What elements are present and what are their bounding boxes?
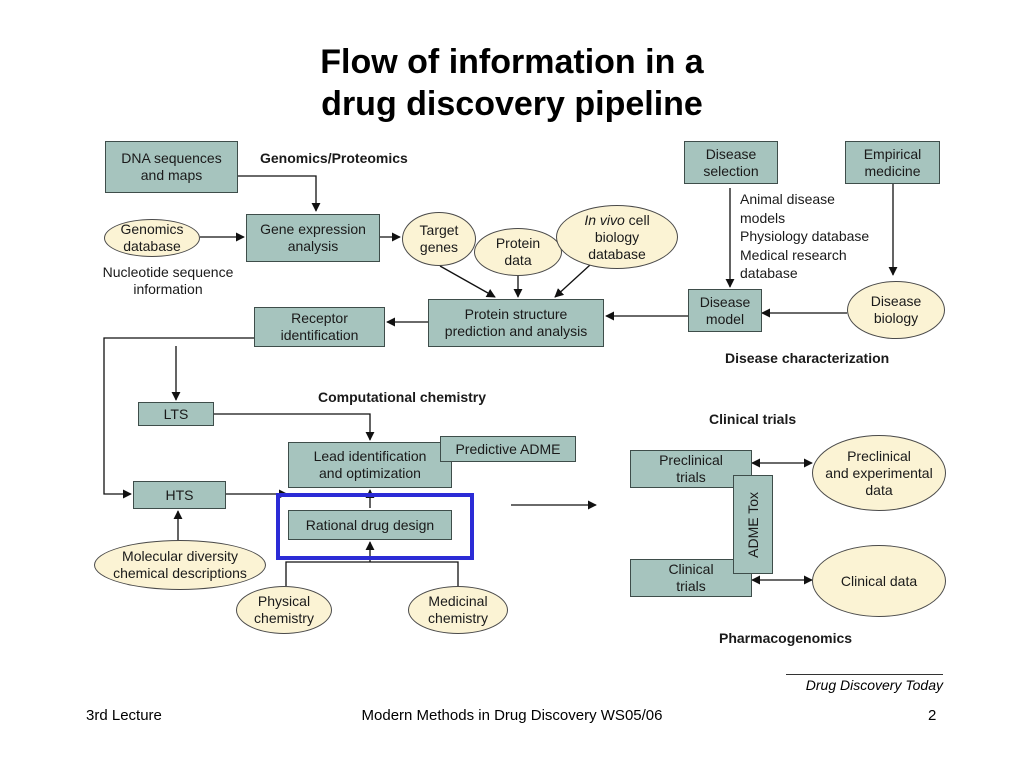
ellipse-physical-chemistry: Physical chemistry — [236, 586, 332, 634]
arrow-receptor-to-hts — [103, 337, 254, 499]
box-hts: HTS — [133, 481, 226, 509]
ellipse-protein-data: Protein data — [474, 228, 562, 276]
box-lead-identification: Lead identification and optimization — [288, 442, 452, 488]
ellipse-genomics-database: Genomics database — [104, 219, 200, 257]
ellipse-molecular-diversity: Molecular diversity chemical description… — [94, 540, 266, 590]
box-preclinical-trials: Preclinical trials — [630, 450, 752, 488]
box-empirical-medicine: Empirical medicine — [845, 141, 940, 184]
arrow-target-genes-to-protein-structure — [439, 265, 496, 298]
ellipse-disease-biology: Disease biology — [847, 281, 945, 339]
box-predictive-adme: Predictive ADME — [440, 436, 576, 462]
box-adme-tox: ADME Tox — [733, 475, 773, 574]
in-vivo-rest: cell biology database — [588, 211, 650, 262]
ellipse-preclinical-data: Preclinical and experimental data — [812, 435, 946, 511]
arrow-lts-to-lead — [214, 413, 375, 441]
connector-chemistry-bracket — [285, 561, 459, 586]
box-disease-model: Disease model — [688, 289, 762, 332]
ellipse-clinical-data: Clinical data — [812, 545, 946, 617]
label-nucleotide-sequence: Nucleotide sequence information — [102, 264, 234, 297]
ellipse-medicinal-chemistry: Medicinal chemistry — [408, 586, 508, 634]
section-pharmacogenomics: Pharmacogenomics — [719, 630, 853, 646]
slide-title-line-1: Flow of information in a — [320, 43, 704, 81]
source-credit: Drug Discovery Today — [786, 674, 943, 693]
box-clinical-trials: Clinical trials — [630, 559, 752, 597]
section-computational-chemistry: Computational chemistry — [318, 389, 487, 405]
section-genomics-proteomics: Genomics/Proteomics — [260, 150, 408, 166]
arrow-dna-to-gene-expression — [238, 175, 321, 212]
box-protein-structure: Protein structure prediction and analysi… — [428, 299, 604, 347]
box-receptor-identification: Receptor identification — [254, 307, 385, 347]
slide-title-line-2: drug discovery pipeline — [321, 85, 703, 123]
label-disease-sources: Animal disease models Physiology databas… — [740, 191, 870, 281]
footer-lecture: 3rd Lecture — [86, 707, 162, 724]
arrow-in-vivo-to-protein-structure — [554, 264, 591, 298]
footer-course: Modern Methods in Drug Discovery WS05/06 — [361, 707, 663, 724]
footer-page-number: 2 — [928, 707, 937, 724]
rational-design-highlight — [276, 493, 474, 560]
box-rational-drug-design: Rational drug design — [288, 510, 452, 540]
ellipse-in-vivo-cell-biology-db: In vivo cell biology database — [556, 205, 678, 269]
box-dna-sequences: DNA sequences and maps — [105, 141, 238, 193]
box-lts: LTS — [138, 402, 214, 426]
in-vivo-text: In vivo cell biology database — [584, 212, 649, 263]
ellipse-target-genes: Target genes — [402, 212, 476, 266]
section-clinical-trials: Clinical trials — [709, 411, 797, 427]
box-gene-expression: Gene expression analysis — [246, 214, 380, 262]
section-disease-characterization: Disease characterization — [725, 350, 890, 366]
adme-tox-label: ADME Tox — [744, 491, 761, 558]
box-disease-selection: Disease selection — [684, 141, 778, 184]
in-vivo-italic: In vivo — [584, 211, 625, 228]
